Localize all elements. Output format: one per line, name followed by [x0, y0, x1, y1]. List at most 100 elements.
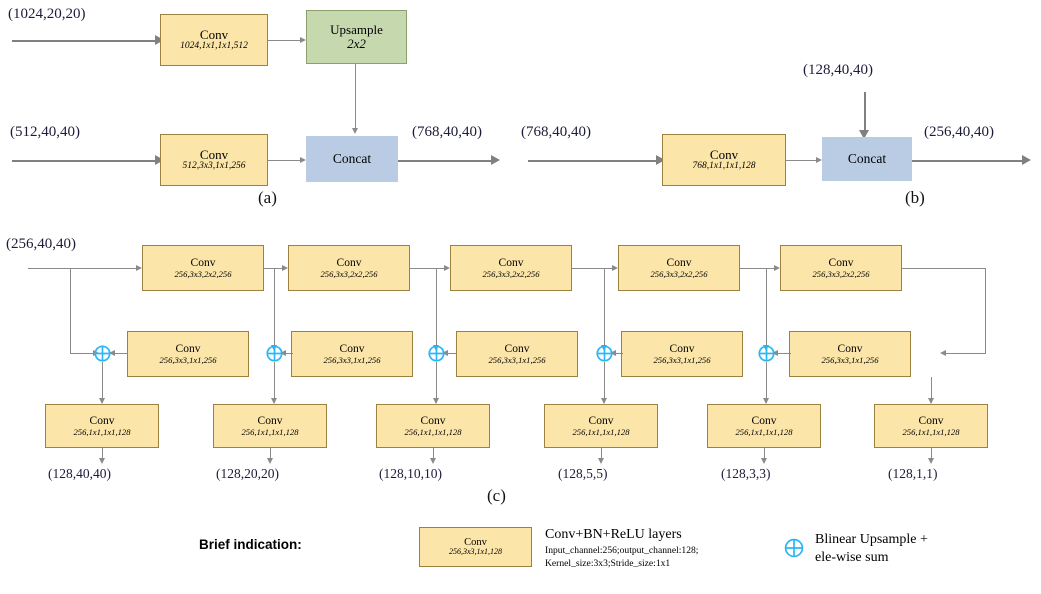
panel-c-mid-link-5-arrowhead [772, 349, 778, 356]
panel-c-top-conv-3-title: Conv [498, 257, 524, 270]
panel-c-out-conv-6-params: 256,1x1,1x1,128 [902, 426, 960, 437]
panel-c-oplus1-down-arrowhead [99, 398, 105, 404]
panel-c-mid-conv-4-params: 256,3x3,1x1,256 [653, 354, 711, 365]
panel-a-conv-bottom[interactable]: Conv 512,3x3,1x1,256 [160, 134, 268, 186]
panel-b-output-line [912, 160, 1024, 162]
panel-c-wrap-vline [985, 268, 986, 354]
panel-c-top-conv-4[interactable]: Conv 256,3x3,2x2,256 [618, 245, 740, 291]
panel-c-out-conv-2-title: Conv [257, 415, 283, 428]
panel-c-mid-conv-5-params: 256,3x3,1x1,256 [821, 354, 879, 365]
panel-c-oplus4-down [604, 362, 605, 403]
panel-c-out5-arrow-line [764, 448, 765, 462]
oplus-node-3[interactable] [428, 345, 445, 362]
panel-c-out-conv-1[interactable]: Conv 256,1x1,1x1,128 [45, 404, 159, 448]
panel-a-conv-to-concat-arrowhead [300, 156, 306, 163]
panel-c-top-link-3 [572, 268, 614, 269]
panel-c-out-conv-6[interactable]: Conv 256,1x1,1x1,128 [874, 404, 988, 448]
panel-c-input-branch-hline [70, 353, 96, 354]
panel-c-mid-link-3-arrowhead [442, 349, 448, 356]
legend-sample-conv-title: Conv [464, 537, 487, 549]
panel-a-conv-top-title: Conv [199, 27, 229, 43]
panel-a-conv-top-params: 1024,1x1,1x1,512 [180, 40, 248, 51]
panel-c-wrap-bottom-hline [944, 353, 986, 354]
panel-c-top-link-3-arrowhead [612, 264, 618, 271]
panel-a-output-line [398, 160, 493, 162]
panel-c-oplus1-down [102, 362, 103, 403]
panel-a-input-top-line [12, 40, 157, 42]
legend-oplus-icon [784, 538, 804, 558]
panel-c-branch-down-2 [436, 268, 437, 354]
panel-a-conv-bottom-title: Conv [199, 147, 229, 163]
legend-oplus-line2: ele-wise sum [815, 550, 889, 565]
panel-c-top-conv-2[interactable]: Conv 256,3x3,2x2,256 [288, 245, 410, 291]
panel-b-input-left-arrowhead [656, 155, 665, 165]
panel-a-input-bottom-label: (512,40,40) [10, 124, 80, 140]
panel-b-concat-block[interactable]: Concat [822, 137, 912, 181]
panel-c-oplus3-down [436, 362, 437, 403]
panel-c-mid-conv-3[interactable]: Conv 256,3x3,1x1,256 [456, 331, 578, 377]
panel-a-concat-block[interactable]: Concat [306, 136, 398, 182]
panel-c-mid-conv-4-title: Conv [669, 343, 695, 356]
panel-c-top-conv-5[interactable]: Conv 256,3x3,2x2,256 [780, 245, 902, 291]
panel-c-top-link-2-arrowhead [444, 264, 450, 271]
panel-c-out4-arrow-line [601, 448, 602, 462]
panel-c-top-conv-3-params: 256,3x3,2x2,256 [482, 268, 540, 279]
panel-c-input-arrowhead [136, 264, 142, 271]
panel-c-out-conv-6-title: Conv [918, 415, 944, 428]
panel-c-mid-conv-4[interactable]: Conv 256,3x3,1x1,256 [621, 331, 743, 377]
legend-sample-conv-box: Conv 256,3x3,1x1,128 [419, 527, 532, 567]
panel-b-letter: (b) [905, 188, 925, 207]
panel-c-out6-arrow-line [931, 448, 932, 462]
panel-c-out5-arrowhead [761, 458, 767, 464]
panel-b-output-arrowhead [1022, 155, 1031, 165]
panel-a-concat-label: Concat [332, 150, 372, 166]
panel-b-input-top-line [864, 92, 866, 132]
legend-conv-detail-line2: Kernel_size:3x3;Stride_size:1x1 [545, 558, 671, 569]
panel-c-mid-conv-2-params: 256,3x3,1x1,256 [323, 354, 381, 365]
panel-c-input-label: (256,40,40) [6, 236, 76, 252]
panel-a-upsample-factor: 2x2 [347, 36, 366, 51]
panel-c-out-conv-2[interactable]: Conv 256,1x1,1x1,128 [213, 404, 327, 448]
panel-c-out3-arrowhead [430, 458, 436, 464]
panel-c-out-conv-4[interactable]: Conv 256,1x1,1x1,128 [544, 404, 658, 448]
panel-b-conv[interactable]: Conv 768,1x1,1x1,128 [662, 134, 786, 186]
panel-c-mid-conv-5[interactable]: Conv 256,3x3,1x1,256 [789, 331, 911, 377]
panel-a-upsample-title: Upsample [330, 22, 383, 38]
panel-c-oplus2-down-arrowhead [271, 398, 277, 404]
panel-c-out-conv-5[interactable]: Conv 256,1x1,1x1,128 [707, 404, 821, 448]
panel-b-conv-to-concat-line [786, 160, 818, 161]
panel-a-upsample-block[interactable]: Upsample 2x2 [306, 10, 407, 64]
panel-b-input-top-label: (128,40,40) [803, 62, 873, 78]
oplus-node-4[interactable] [596, 345, 613, 362]
panel-c-out-conv-3[interactable]: Conv 256,1x1,1x1,128 [376, 404, 490, 448]
panel-c-top-conv-1[interactable]: Conv 256,3x3,2x2,256 [142, 245, 264, 291]
panel-c-oplus5-down [766, 362, 767, 403]
panel-c-mid-conv-2[interactable]: Conv 256,3x3,1x1,256 [291, 331, 413, 377]
panel-c-mid-conv-1[interactable]: Conv 256,3x3,1x1,256 [127, 331, 249, 377]
panel-c-top-link-1-arrowhead [282, 264, 288, 271]
oplus-node-2[interactable] [266, 345, 283, 362]
oplus-node-5[interactable] [758, 345, 775, 362]
panel-a-conv-to-upsample-line [268, 40, 302, 41]
panel-c-output-label-5: (128,3,3) [721, 466, 771, 481]
panel-c-out-conv-3-params: 256,1x1,1x1,128 [404, 426, 462, 437]
panel-c-wrap-top-hline [902, 268, 986, 269]
panel-b-conv-params: 768,1x1,1x1,128 [692, 160, 756, 171]
legend-conv-detail-line1: Input_channel:256;output_channel:128; [545, 545, 699, 556]
panel-c-out-conv-4-title: Conv [588, 415, 614, 428]
panel-c-top-conv-2-params: 256,3x3,2x2,256 [320, 268, 378, 279]
panel-c-mid-conv-3-params: 256,3x3,1x1,256 [488, 354, 546, 365]
panel-c-top-conv-3[interactable]: Conv 256,3x3,2x2,256 [450, 245, 572, 291]
panel-a-output-label: (768,40,40) [412, 124, 482, 140]
panel-a-input-top-arrowhead [155, 35, 164, 45]
panel-c-out-conv-5-params: 256,1x1,1x1,128 [735, 426, 793, 437]
panel-a-conv-top[interactable]: Conv 1024,1x1,1x1,512 [160, 14, 268, 66]
panel-b-concat-label: Concat [847, 150, 887, 166]
panel-c-oplus4-down-arrowhead [601, 398, 607, 404]
panel-c-top-conv-4-params: 256,3x3,2x2,256 [650, 268, 708, 279]
legend-oplus-line1: Blinear Upsample + [815, 532, 928, 547]
panel-c-midconv5-down [931, 377, 932, 403]
oplus-node-1[interactable] [94, 345, 111, 362]
legend-prefix: Brief indication: [199, 537, 302, 552]
